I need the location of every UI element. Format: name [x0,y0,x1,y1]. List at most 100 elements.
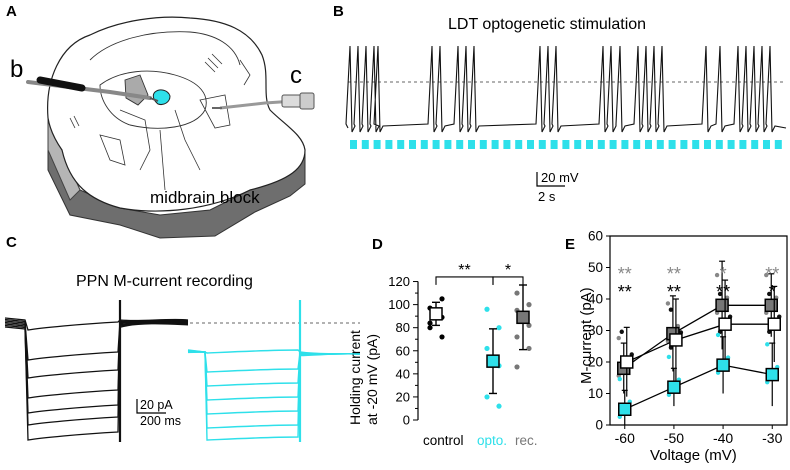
d-data-point [514,364,520,370]
e-significance-black: * [769,282,776,302]
stim-pulse [574,140,582,149]
d-data-point [514,290,520,296]
e-data-point [765,342,770,347]
e-y-tick-label: 60 [588,229,603,244]
d-data-point [484,345,490,352]
electrode-label-b: b [10,56,24,83]
e-mean-marker-opto [765,367,779,382]
stim-pulse [680,140,688,149]
stim-pulse [385,140,393,149]
stim-pulse [515,140,523,149]
d-data-point [496,403,502,409]
stim-pulse [444,140,452,149]
stim-pulse [491,140,499,149]
d-y-tick-label: 0 [403,413,410,428]
e-y-tick-label: 10 [588,386,603,401]
e-y-tick-label: 0 [595,418,603,433]
e-data-point [715,332,721,338]
e-mean-marker-opto [716,358,730,372]
e-data-point [714,272,720,278]
category-label-opto: opto. [477,433,508,448]
stim-pulse [609,140,617,149]
e-x-tick-label: -50 [664,430,684,446]
stim-pulse [656,140,664,149]
e-significance-gray: ** [765,264,779,284]
stim-pulse [715,140,723,149]
e-significance-black: ** [716,282,730,302]
scale-bar-b [536,172,565,187]
ldt-stimulation-trace [345,45,787,187]
category-label-control: control [423,433,464,448]
opto-current-trace [187,351,361,441]
d-data-point [526,322,532,328]
stim-pulse [586,140,593,149]
e-data-point [617,376,622,382]
panel-letter-a: A [6,3,17,20]
d-data-point [526,302,532,308]
stim-pulse [468,140,475,149]
e-plot-frame [609,235,788,426]
panel-letter-c: C [6,234,17,251]
scale-bar-pa-label: 20 pA [140,398,173,412]
category-label-rec: rec. [515,433,538,448]
stim-pulse [597,140,605,149]
e-y-tick-label: 30 [588,323,603,338]
stim-pulse [420,140,428,149]
control-current-trace [4,317,189,331]
d-mean-marker [486,354,500,368]
d-significance-label: ** [458,262,470,279]
stim-pulse [739,140,747,149]
scale-bar-s-label: 2 s [538,189,556,204]
stim-pulse [350,140,357,149]
d-data-point [514,334,520,340]
d-y-tick-label: 100 [388,297,410,312]
stim-pulse [432,140,440,149]
e-significance-black: ** [667,282,681,302]
panel-c-title: PPN M-current recording [76,273,253,290]
e-mean-marker-opto [618,402,632,416]
control-current-trace [4,318,189,361]
e-significance-gray: ** [667,264,681,284]
d-y-tick-label: 60 [396,343,410,358]
panel-letter-d: D [372,236,383,253]
d-y-tick-label: 80 [396,320,410,335]
d-data-point [526,345,532,352]
d-mean-marker [516,310,530,325]
stim-pulse [527,140,534,149]
midbrain-block-illustration [26,16,315,239]
d-data-point [439,334,445,340]
e-mean-marker-control [669,333,683,347]
stim-pulse [774,140,782,149]
voltage-xlabel: Voltage (mV) [650,447,737,464]
scale-bar-ms-label: 200 ms [140,414,181,428]
scale-bar-mv-label: 20 mV [541,170,579,185]
d-data-point [427,320,433,326]
d-significance-label: * [505,262,511,279]
e-y-tick-label: 20 [588,355,603,370]
stim-pulse [550,140,558,149]
stim-pulse [503,140,511,149]
d-data-point [484,306,490,312]
stim-pulse [704,140,711,149]
d-data-point [484,394,490,400]
stim-pulse [692,140,700,149]
stim-pulse [751,140,759,149]
stim-pulse [727,140,735,149]
e-data-point [665,301,671,306]
stim-pulse [763,140,770,149]
stim-pulse [373,140,381,149]
e-data-point [717,291,723,297]
stim-pulse [409,140,416,149]
e-significance-black: ** [618,282,632,302]
e-series-line-rec [623,304,772,369]
e-y-tick-label: 40 [588,292,603,307]
d-mean-marker [429,307,443,321]
stim-pulse [562,140,570,149]
stim-pulse [397,140,405,149]
stim-pulse [645,140,652,149]
e-mean-marker-control [767,317,781,331]
scale-bar-c [136,399,166,414]
panel-letter-e: E [565,236,576,253]
fiber-label-c: c [290,62,302,89]
